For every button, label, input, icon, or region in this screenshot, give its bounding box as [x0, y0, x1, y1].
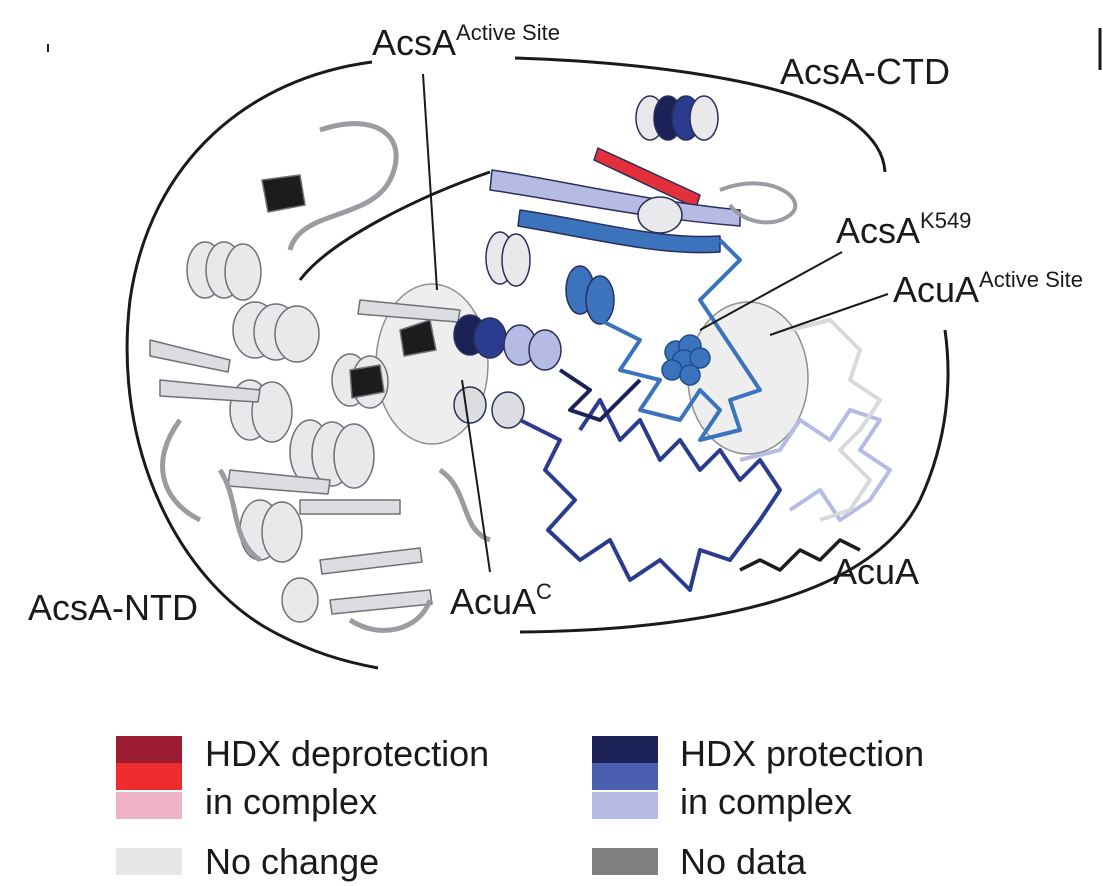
- swatch-protection-dark: [592, 736, 658, 763]
- label-acua-active-site: AcuAActive Site: [893, 267, 1083, 310]
- pointer-lines: [422, 73, 889, 573]
- ntd-strands: [149, 299, 461, 615]
- legend-protection-line1: HDX protection: [680, 733, 925, 774]
- label-acsa-ctd: AcsA-CTD: [780, 51, 950, 92]
- legend-no-data-label: No data: [680, 841, 807, 882]
- ctd-loop: [719, 181, 798, 225]
- domain-outlines: [125, 56, 950, 670]
- acsa-ctd-ribbon: [453, 95, 798, 429]
- ntd-dark-patches: [261, 174, 437, 399]
- acsa-active-site-pointer: [422, 73, 438, 291]
- ctd-sheet-2: [517, 209, 721, 254]
- ctd-helix-top: [635, 95, 719, 141]
- ntd-loops: [160, 121, 491, 633]
- swatch-deprotection-mid: [116, 763, 182, 790]
- swatch-deprotection-light: [116, 792, 182, 819]
- acsa-k549-pointer: [699, 251, 843, 331]
- legend-deprotection-line2: in complex: [205, 781, 378, 822]
- acua-active-site-pointer: [769, 293, 889, 336]
- swatch-deprotection-dark: [116, 736, 182, 763]
- label-acsa-ntd: AcsA-NTD: [28, 587, 198, 628]
- acua-trace: [519, 238, 892, 592]
- legend-no-change-label: No change: [205, 841, 380, 882]
- label-acua: AcuA: [833, 551, 919, 592]
- acsa-inner-boundary: [298, 170, 491, 281]
- legend-deprotection-line1: HDX deprotection: [205, 733, 490, 774]
- acsa-ntd-boundary: [125, 60, 379, 670]
- swatch-no-change: [116, 848, 182, 875]
- legend-protection-line2: in complex: [680, 781, 853, 822]
- ctd-helix-mid: [637, 196, 683, 234]
- label-acua-c: AcuAC: [450, 579, 552, 622]
- label-acsa-k549: AcsAK549: [836, 208, 971, 251]
- acsa-ntd-ribbon: [149, 121, 491, 633]
- acua-boundary: [519, 329, 950, 634]
- swatch-no-data: [592, 848, 658, 875]
- acua-c-pointer: [461, 379, 491, 573]
- swatch-protection-light: [592, 792, 658, 819]
- central-helices: [453, 231, 615, 429]
- acsa-ctd-boundary: [514, 56, 887, 173]
- ntd-helix: [186, 241, 389, 623]
- acsa-k549-spheres: [661, 334, 711, 386]
- swatch-protection-mid: [592, 763, 658, 790]
- label-acsa-active-site: AcsAActive Site: [372, 20, 560, 63]
